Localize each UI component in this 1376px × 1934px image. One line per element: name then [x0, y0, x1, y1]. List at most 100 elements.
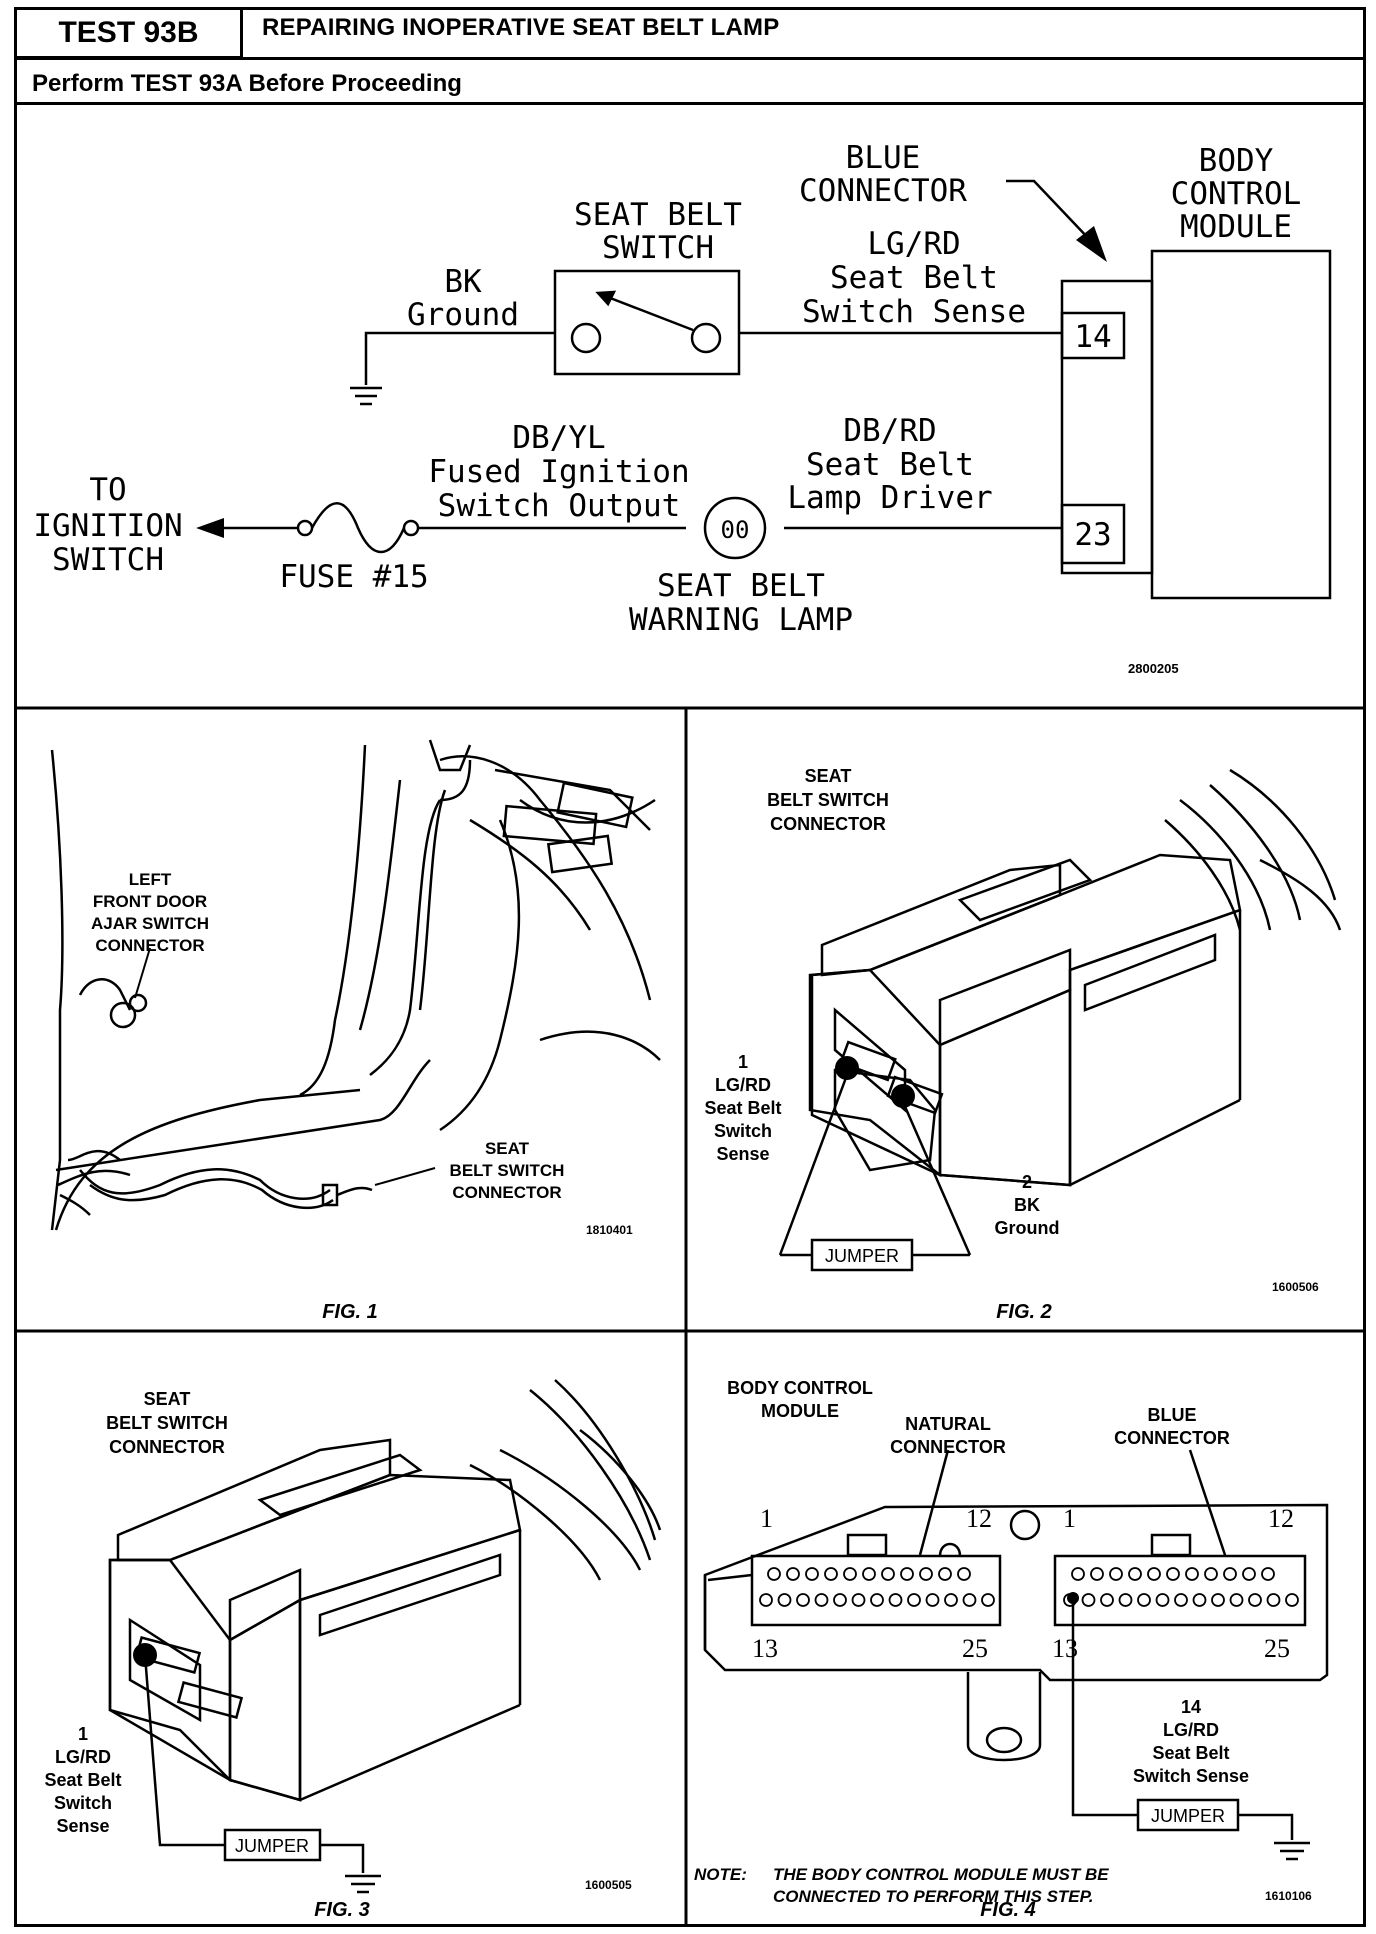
- bcm-label: BODY CONTROL: [727, 1378, 873, 1398]
- pin-cavity: [843, 1567, 857, 1581]
- fig3-title: CONNECTOR: [109, 1437, 225, 1457]
- bcm-label: BODY: [1199, 143, 1274, 179]
- pin14-label: Switch Sense: [1133, 1766, 1249, 1786]
- pin1-dot: [835, 1056, 859, 1080]
- seat-belt-switch-box: [553, 269, 741, 376]
- pin2-dot: [891, 1084, 915, 1108]
- pin-cavity: [833, 1593, 847, 1607]
- pin-number: 25: [1264, 1634, 1290, 1663]
- dbyl-label: Switch Output: [438, 488, 681, 524]
- fuse-terminal: [402, 519, 420, 537]
- pin1-label: Sense: [716, 1144, 769, 1164]
- pin-number: 1: [760, 1504, 773, 1533]
- pin-cavity: [1248, 1593, 1262, 1607]
- pin14-label: LG/RD: [1163, 1720, 1219, 1740]
- pin-cavity: [907, 1593, 921, 1607]
- fuse-label: FUSE #15: [279, 559, 428, 595]
- divider: [14, 57, 1366, 60]
- pin14-dot: [1067, 1592, 1079, 1604]
- divider: [14, 102, 1366, 105]
- pin-cavity: [862, 1567, 876, 1581]
- pin-cavity: [1204, 1567, 1218, 1581]
- test-id-text: TEST 93B: [58, 16, 199, 49]
- pin-number: 1: [1063, 1504, 1076, 1533]
- dbrd-label: DB/RD: [843, 413, 936, 449]
- pin-cavity: [824, 1567, 838, 1581]
- fig1-labels: LEFT FRONT DOOR AJAR SWITCH CONNECTOR SE…: [91, 870, 564, 1202]
- pin-cavity: [1147, 1567, 1161, 1581]
- ground-icon: [350, 386, 382, 406]
- lgrd-label: Seat Belt: [830, 260, 998, 296]
- pin-cavity: [759, 1593, 773, 1607]
- page-title: REPAIRING INOPERATIVE SEAT BELT LAMP: [262, 14, 780, 41]
- pin-cavity: [919, 1567, 933, 1581]
- pin14-label: 14: [1181, 1697, 1201, 1717]
- pin-cavity: [1166, 1567, 1180, 1581]
- pin-cavity: [938, 1567, 952, 1581]
- pin-cavity: [1185, 1567, 1199, 1581]
- bk-label: Ground: [407, 297, 519, 333]
- ground-icon: [345, 1874, 381, 1894]
- pin-23-label: 23: [1074, 517, 1111, 553]
- pin-cavity: [888, 1593, 903, 1607]
- switch-contact-icon: [690, 322, 722, 354]
- fuse-15-icon: [310, 502, 406, 554]
- pin-cavity: [805, 1567, 819, 1581]
- switch-label: SEAT BELT: [574, 197, 742, 233]
- pin-cavity: [1118, 1593, 1133, 1607]
- seat-connector-label: SEAT: [485, 1139, 530, 1158]
- pointer-line: [1006, 179, 1091, 241]
- pin1-label: Switch: [714, 1121, 772, 1141]
- fig2-title: SEAT: [805, 766, 852, 786]
- jumper-label: JUMPER: [235, 1836, 309, 1856]
- pin-cavity: [786, 1567, 800, 1581]
- fig3-caption: FIG. 3: [314, 1899, 370, 1921]
- ground-wire: [364, 331, 555, 385]
- ignition-label: TO: [89, 472, 126, 508]
- door-connector-label: FRONT DOOR: [93, 892, 207, 911]
- pin1-label: 1: [738, 1052, 748, 1072]
- pin-14-label: 14: [1074, 319, 1111, 355]
- door-connector-label: CONNECTOR: [95, 936, 204, 955]
- pin-cavity: [944, 1593, 958, 1607]
- dbyl-label: Fused Ignition: [428, 454, 689, 490]
- ref-number: 1810401: [586, 1223, 633, 1237]
- switch-arm: [604, 294, 694, 332]
- blue-connector-label: BLUE: [1148, 1405, 1197, 1425]
- pin-number: 13: [752, 1634, 778, 1663]
- pin2-label: BK: [1014, 1195, 1040, 1215]
- pin1-label: Seat Belt: [704, 1098, 781, 1118]
- bcm-label: MODULE: [761, 1401, 839, 1421]
- pin-cavity: [796, 1593, 810, 1607]
- door-connector-label: LEFT: [129, 870, 172, 889]
- arrow-left-icon: [196, 518, 224, 538]
- pin-cavity: [1090, 1567, 1104, 1581]
- lamp-symbol: 00: [721, 516, 750, 544]
- fig1-caption: FIG. 1: [322, 1301, 378, 1323]
- seat-connector-label: BELT SWITCH: [450, 1161, 565, 1180]
- ref-number: 1610106: [1265, 1889, 1312, 1903]
- blue-connector-label: BLUE: [846, 140, 921, 176]
- fig4-caption: FIG. 4: [980, 1899, 1036, 1921]
- pin-cavity: [1223, 1567, 1237, 1581]
- pin-cavity: [1192, 1593, 1207, 1607]
- lamp-label: SEAT BELT: [657, 568, 825, 604]
- pin-cavity: [1266, 1593, 1281, 1607]
- pin2-label: Ground: [995, 1218, 1060, 1238]
- bcm-label: CONTROL: [1171, 176, 1302, 212]
- pin1-dot: [133, 1643, 157, 1667]
- ref-number: 1600505: [585, 1878, 632, 1892]
- switch-label: SWITCH: [602, 230, 714, 266]
- pin14-label: Seat Belt: [1152, 1743, 1229, 1763]
- jumper-label: JUMPER: [1151, 1806, 1225, 1826]
- fig2-caption: FIG. 2: [996, 1301, 1052, 1323]
- blue-connector-label: CONNECTOR: [799, 173, 967, 209]
- pin-box-23: [1060, 503, 1126, 565]
- pin-number: 13: [1052, 1634, 1078, 1663]
- pin-cavity: [1211, 1593, 1225, 1607]
- ref-number: 1600506: [1272, 1280, 1319, 1294]
- fuse-terminal: [296, 519, 314, 537]
- pin2-label: 2: [1022, 1172, 1032, 1192]
- pin1-label: LG/RD: [55, 1747, 111, 1767]
